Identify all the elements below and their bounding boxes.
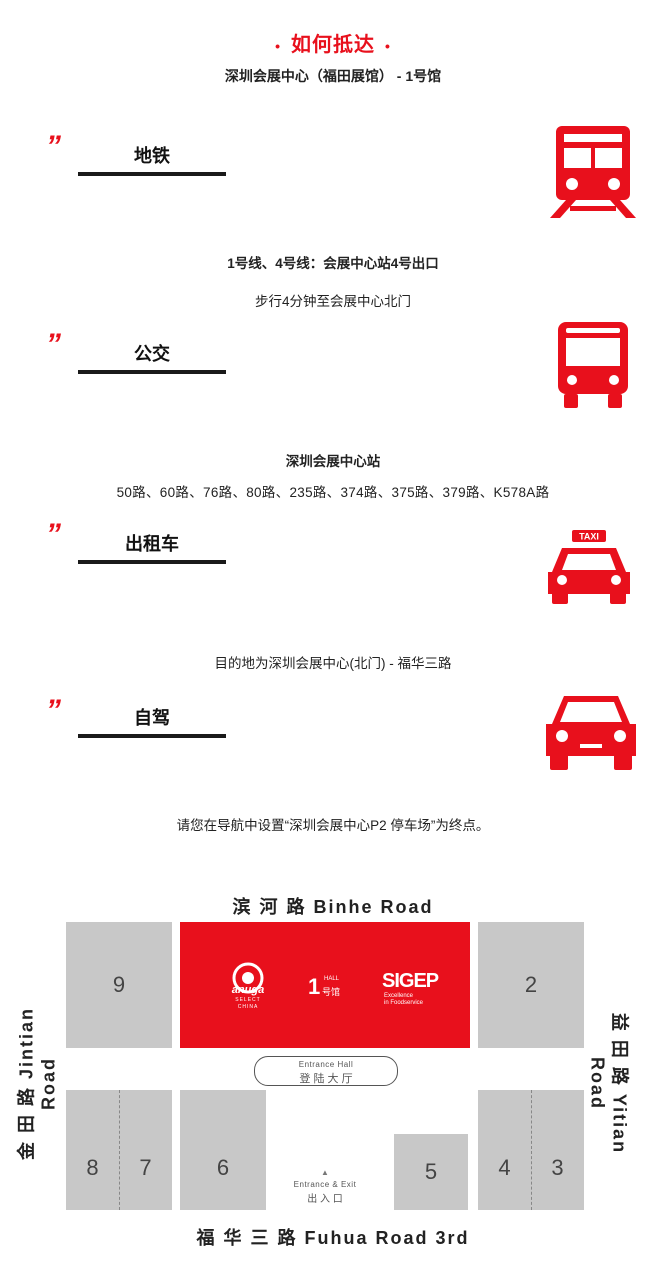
entrance-exit-en: Entrance & Exit (293, 1180, 357, 1189)
road-west-label: 金 田 路 Jintian Road (16, 1007, 59, 1161)
anuga-brand: anuga (231, 984, 265, 996)
block-8-7-divider (119, 1090, 120, 1210)
taxi-label: 出租车 (125, 534, 179, 554)
car-icon (544, 694, 638, 772)
bus-quote-icon: ” (46, 328, 61, 361)
up-arrow-icon: ▲ (321, 1168, 329, 1177)
entrance-exit: ▲ Entrance & Exit 出 入 口 (274, 1168, 376, 1205)
drive-instruction: 请您在导航中设置“深圳会展中心P2 停车场”为终点。 (176, 818, 490, 833)
block-9: 9 (66, 922, 172, 1048)
drive-underline (78, 734, 226, 738)
bus-underline (78, 370, 226, 374)
bus-icon (556, 320, 630, 410)
taxi-underline (78, 560, 226, 564)
title-bullet-left: • (275, 37, 281, 54)
road-north-label: 滨 河 路 Binhe Road (232, 897, 434, 917)
train-icon (548, 124, 638, 220)
entrance-hall: Entrance Hall 登 陆 大 厅 (254, 1056, 398, 1086)
metro-line-2: 步行4分钟至会展中心北门 (254, 294, 411, 309)
sigep-brand: SIGEP (382, 970, 439, 992)
taxi-sign-text: TAXI (579, 532, 599, 542)
bus-label: 公交 (134, 344, 170, 364)
block-3-label: 3 (551, 1155, 564, 1180)
taxi-icon: TAXI (544, 528, 634, 606)
block-4-label: 4 (498, 1155, 511, 1180)
taxi-destination: 目的地为深圳会展中心(北门) - 福华三路 (214, 656, 452, 671)
hall-number: 1 (308, 974, 321, 999)
block-6: 6 (180, 1090, 266, 1210)
block-4-3-divider (531, 1090, 532, 1210)
page-title: • 如何抵达 • (0, 28, 666, 57)
metro-line-1: 1号线、4号线：会展中心站4号出口 (227, 256, 439, 271)
entrance-hall-cn: 登 陆 大 厅 (299, 1073, 353, 1085)
sigep-sub-2: in Foodservice (384, 1000, 424, 1006)
block-7-label: 7 (139, 1155, 152, 1180)
title-text: 如何抵达 (291, 34, 375, 56)
drive-quote-icon: ” (46, 694, 61, 727)
metro-quote-icon: ” (46, 130, 61, 163)
block-8-label: 8 (86, 1155, 99, 1180)
road-east-label: 益 田 路 Yitian Road (587, 1012, 630, 1155)
venue-subtitle: 深圳会展中心（福田展馆） - 1号馆 (224, 68, 442, 84)
hall-1: anuga SELECT CHINA 1 HALL 号馆 SIGEP Excel… (180, 922, 470, 1048)
anuga-logo-icon (228, 962, 268, 1002)
anuga-brand-tag: CHINA (237, 1004, 259, 1010)
road-south-label: 福 华 三 路 Fuhua Road 3rd (196, 1228, 470, 1248)
bus-stop-name: 深圳会展中心站 (285, 454, 381, 469)
anuga-brand-sub: SELECT (235, 997, 261, 1003)
hall-cn: 号馆 (322, 987, 341, 997)
entrance-hall-en: Entrance Hall (298, 1060, 354, 1069)
bus-routes: 50路、60路、76路、80路、235路、374路、375路、379路、K578… (116, 485, 550, 500)
metro-label: 地铁 (134, 146, 170, 166)
metro-underline (78, 172, 226, 176)
hall-en: HALL (324, 976, 340, 982)
drive-label: 自驾 (134, 708, 170, 728)
block-2: 2 (478, 922, 584, 1048)
block-5: 5 (394, 1134, 468, 1210)
title-bullet-right: • (385, 37, 391, 54)
entrance-exit-cn: 出 入 口 (307, 1194, 343, 1205)
taxi-quote-icon: ” (46, 518, 61, 551)
sigep-sub-1: Excellence (384, 993, 414, 999)
